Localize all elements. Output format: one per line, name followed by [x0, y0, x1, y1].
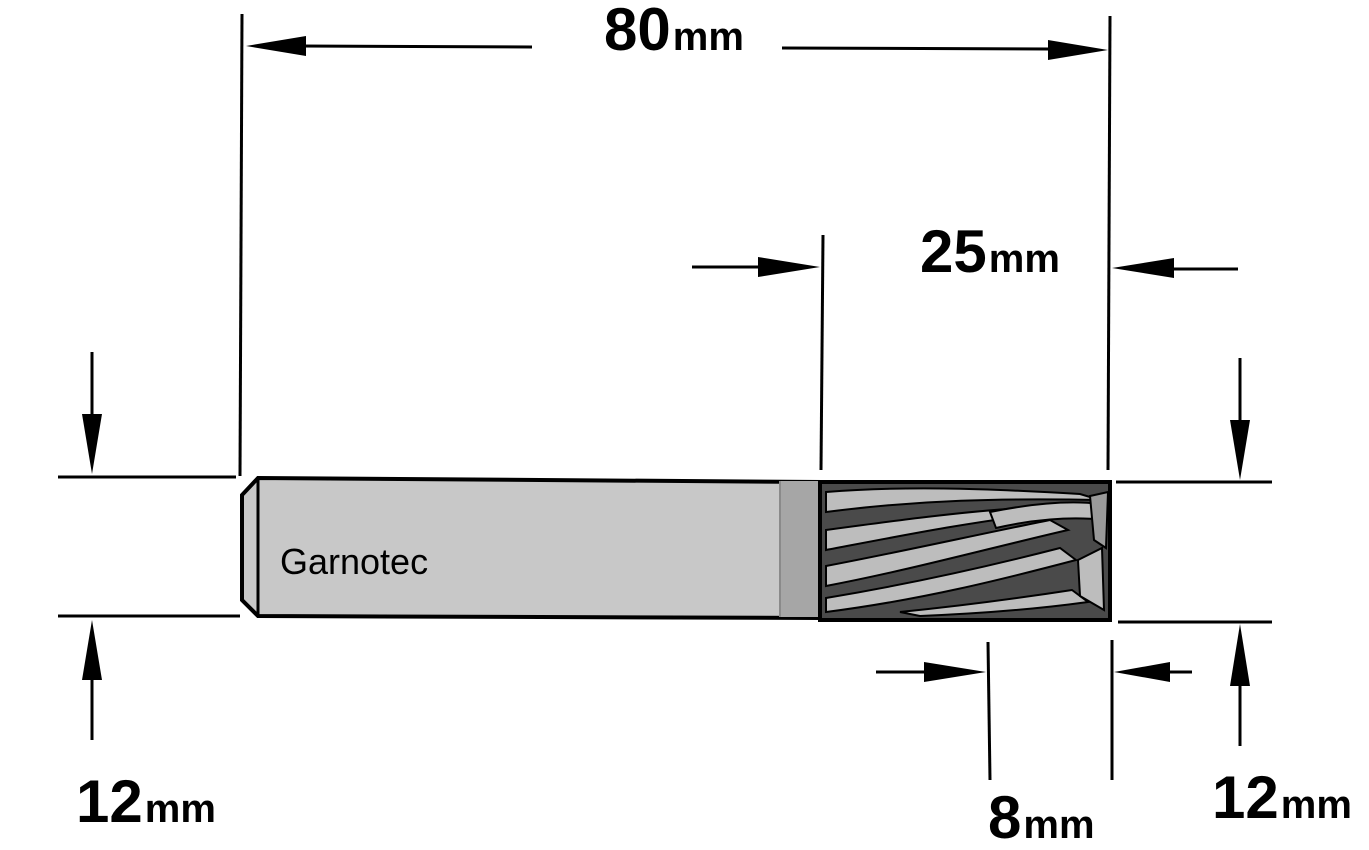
shank-diameter-unit: mm [145, 787, 216, 831]
router-bit: Garnotec [240, 475, 1112, 622]
cutting-diameter-dimension: 12mm [1116, 358, 1352, 831]
shank-ring [780, 481, 820, 617]
cutting-length-value: 25 [920, 218, 987, 285]
tip-width-unit: mm [1023, 803, 1094, 847]
cutting-diameter-unit: mm [1281, 783, 1352, 827]
cutting-length-unit: mm [989, 237, 1060, 281]
cutting-flutes [818, 480, 1112, 622]
svg-text:12mm: 12mm [76, 768, 216, 835]
brand-label: Garnotec [280, 541, 428, 582]
overall-length-value: 80 [604, 0, 671, 63]
cutting-diameter-value: 12 [1212, 764, 1279, 831]
svg-text:12mm: 12mm [1212, 764, 1352, 831]
tip-width-dimension: 8mm [876, 640, 1192, 850]
tip-width-value: 8 [988, 784, 1021, 850]
svg-text:8mm: 8mm [988, 784, 1095, 850]
svg-text:80mm: 80mm [604, 0, 744, 63]
svg-text:25mm: 25mm [920, 218, 1060, 285]
shank-diameter-value: 12 [76, 768, 143, 835]
overall-length-dimension: 80mm [238, 0, 1112, 477]
overall-length-unit: mm [673, 15, 744, 59]
cutting-length-dimension: 25mm [692, 218, 1238, 471]
shank-diameter-dimension: 12mm [58, 352, 240, 835]
